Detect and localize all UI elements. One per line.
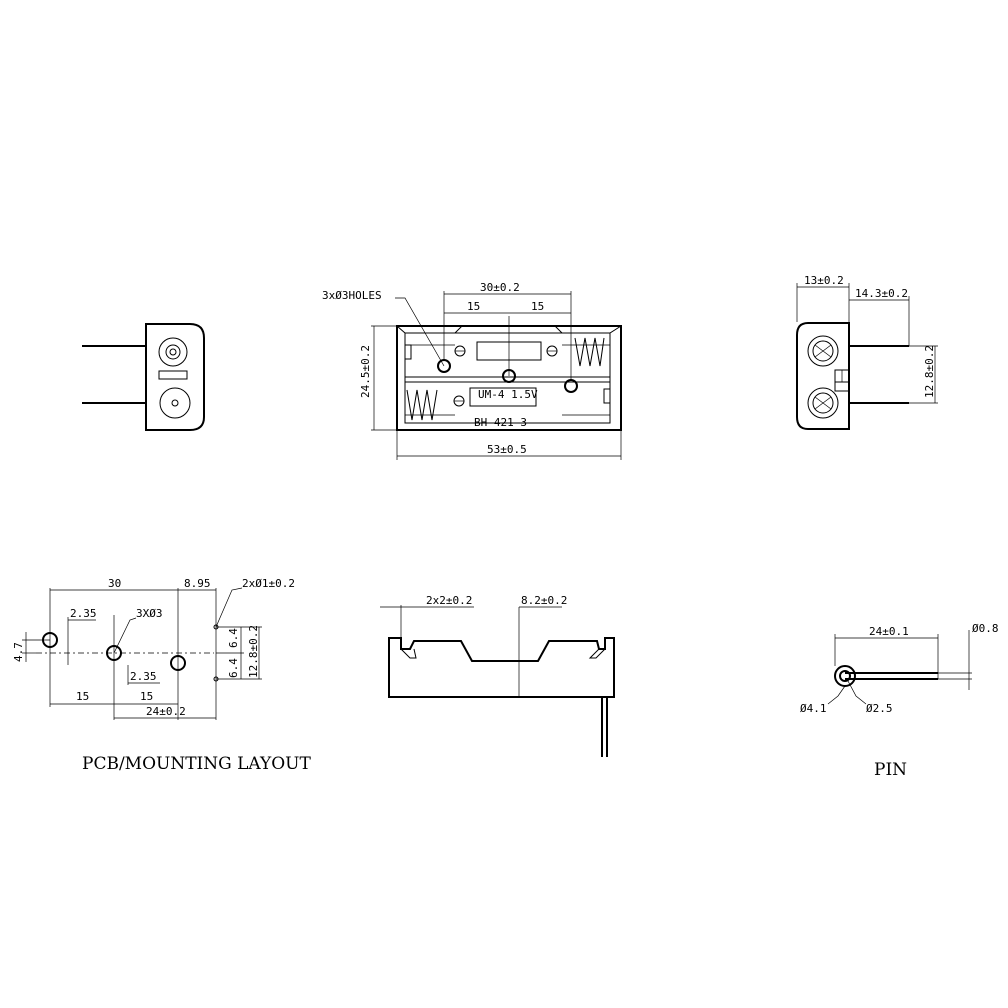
dim-half-right: 15 bbox=[531, 300, 544, 313]
dim-24: 24±0.2 bbox=[146, 705, 186, 718]
dim-235b: 2.35 bbox=[130, 670, 157, 683]
dim-height: 24.5±0.2 bbox=[359, 345, 372, 398]
pin-dim-length: 24±0.1 bbox=[869, 625, 909, 638]
dim-128: 12.8±0.2 bbox=[247, 625, 260, 678]
dim-2x2: 2x2±0.2 bbox=[426, 594, 472, 607]
dim-length: 53±0.5 bbox=[487, 443, 527, 456]
dim-15a: 15 bbox=[76, 690, 89, 703]
top-view: UM-4 1.5V BH-421-3 bbox=[396, 316, 622, 431]
holes-note: 3xØ3HOLES bbox=[322, 289, 382, 302]
dim-235a: 2.35 bbox=[70, 607, 97, 620]
dim-3x3: 3XØ3 bbox=[136, 607, 163, 620]
dim-half-left: 15 bbox=[467, 300, 480, 313]
dim-64a: 6.4 bbox=[227, 628, 240, 648]
front-view: 2x2±0.2 8.2±0.2 bbox=[380, 594, 615, 757]
dim-47: 4.7 bbox=[12, 642, 25, 662]
battery-label: UM-4 1.5V bbox=[478, 388, 538, 401]
dim-depth: 13±0.2 bbox=[804, 274, 844, 287]
dim-64b: 6.4 bbox=[227, 658, 240, 678]
pin-dim-d25: Ø2.5 bbox=[866, 702, 893, 715]
pin-dim-d08: Ø0.8 bbox=[972, 622, 999, 635]
pcb-layout: 30 8.95 2xØ1±0.2 2.35 3XØ3 4.7 2.35 15 1… bbox=[12, 577, 311, 774]
dim-pitch: 12.8±0.2 bbox=[923, 345, 936, 398]
dim-15b: 15 bbox=[140, 690, 153, 703]
top-view-dimensions: 3xØ3HOLES 30±0.2 15 15 24.5±0.2 53±0.5 bbox=[322, 281, 622, 460]
pin-dim-d41: Ø4.1 bbox=[800, 702, 827, 715]
model-label: BH-421-3 bbox=[474, 416, 527, 429]
end-view-left bbox=[82, 323, 205, 431]
pin-caption: PIN bbox=[874, 760, 907, 780]
dim-pin: 14.3±0.2 bbox=[855, 287, 908, 300]
dim-holes: 2xØ1±0.2 bbox=[242, 577, 295, 590]
pin-view: 24±0.1 Ø0.8 Ø4.1 Ø2.5 PIN bbox=[800, 622, 999, 780]
dim-82: 8.2±0.2 bbox=[521, 594, 567, 607]
dim-30: 30 bbox=[108, 577, 121, 590]
dim-top: 30±0.2 bbox=[480, 281, 520, 294]
side-view: 13±0.2 14.3±0.2 12.8±0.2 bbox=[796, 274, 938, 430]
pcb-caption: PCB/MOUNTING LAYOUT bbox=[82, 754, 311, 774]
dim-895: 8.95 bbox=[184, 577, 211, 590]
